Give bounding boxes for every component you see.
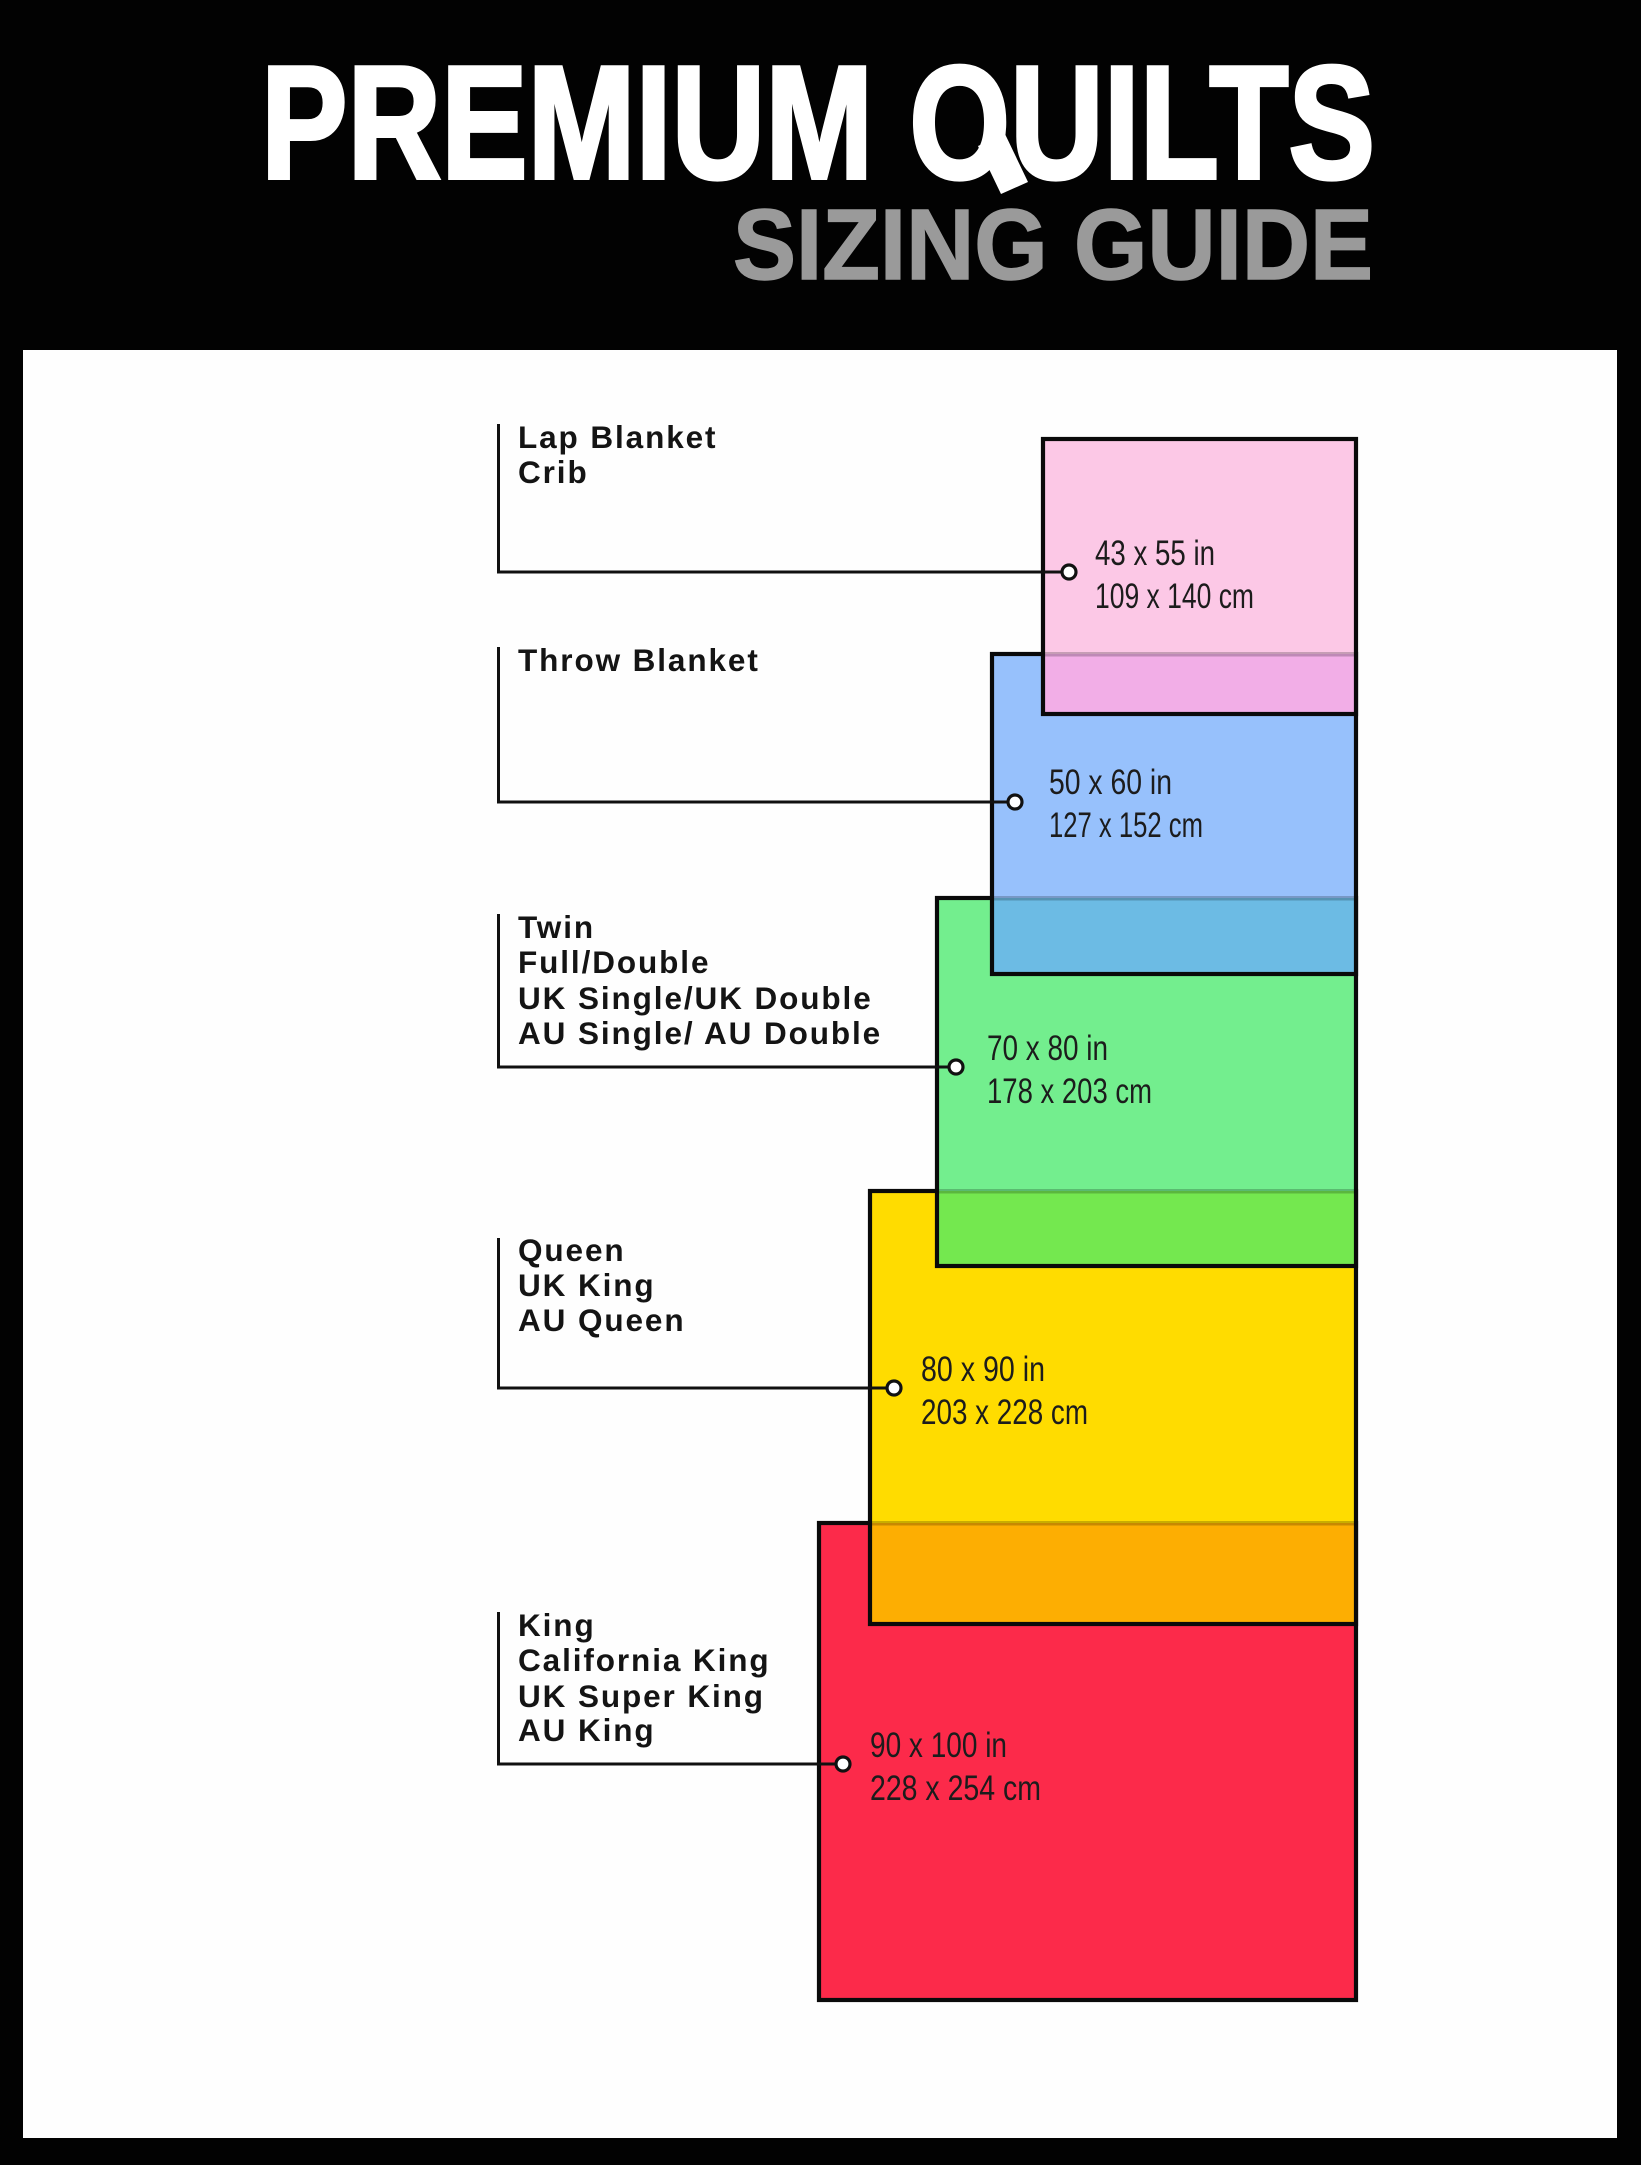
svg-text:SIZING GUIDE: SIZING GUIDE	[733, 189, 1373, 301]
svg-text:127 x 152 cm: 127 x 152 cm	[1049, 806, 1203, 845]
svg-text:UK Super King: UK Super King	[518, 1678, 765, 1714]
svg-text:203 x 228 cm: 203 x 228 cm	[921, 1393, 1088, 1432]
svg-text:Throw Blanket: Throw Blanket	[518, 642, 760, 678]
svg-text:90 x 100 in: 90 x 100 in	[870, 1726, 1007, 1765]
svg-text:King: King	[518, 1607, 596, 1643]
svg-text:50 x 60 in: 50 x 60 in	[1049, 763, 1172, 802]
svg-text:228 x 254 cm: 228 x 254 cm	[870, 1769, 1041, 1808]
svg-text:Twin: Twin	[518, 909, 595, 945]
svg-text:UK Single/UK Double: UK Single/UK Double	[518, 980, 873, 1016]
svg-text:80 x 90 in: 80 x 90 in	[921, 1350, 1045, 1389]
svg-text:Lap Blanket: Lap Blanket	[518, 419, 717, 455]
svg-text:Crib: Crib	[518, 454, 589, 490]
svg-text:AU Queen: AU Queen	[518, 1302, 685, 1338]
svg-text:California King: California King	[518, 1642, 771, 1678]
svg-text:Queen: Queen	[518, 1232, 626, 1268]
svg-text:Full/Double: Full/Double	[518, 944, 710, 980]
svg-text:43 x 55 in: 43 x 55 in	[1095, 534, 1215, 573]
svg-text:AU King: AU King	[518, 1712, 656, 1748]
svg-text:PREMIUM OUILTS: PREMIUM OUILTS	[261, 33, 1375, 213]
svg-text:178 x 203 cm: 178 x 203 cm	[987, 1072, 1152, 1111]
svg-text:70 x 80 in: 70 x 80 in	[987, 1029, 1108, 1068]
svg-text:AU Single/ AU Double: AU Single/ AU Double	[518, 1015, 882, 1051]
svg-text:109 x 140 cm: 109 x 140 cm	[1095, 577, 1254, 616]
svg-text:UK King: UK King	[518, 1267, 656, 1303]
